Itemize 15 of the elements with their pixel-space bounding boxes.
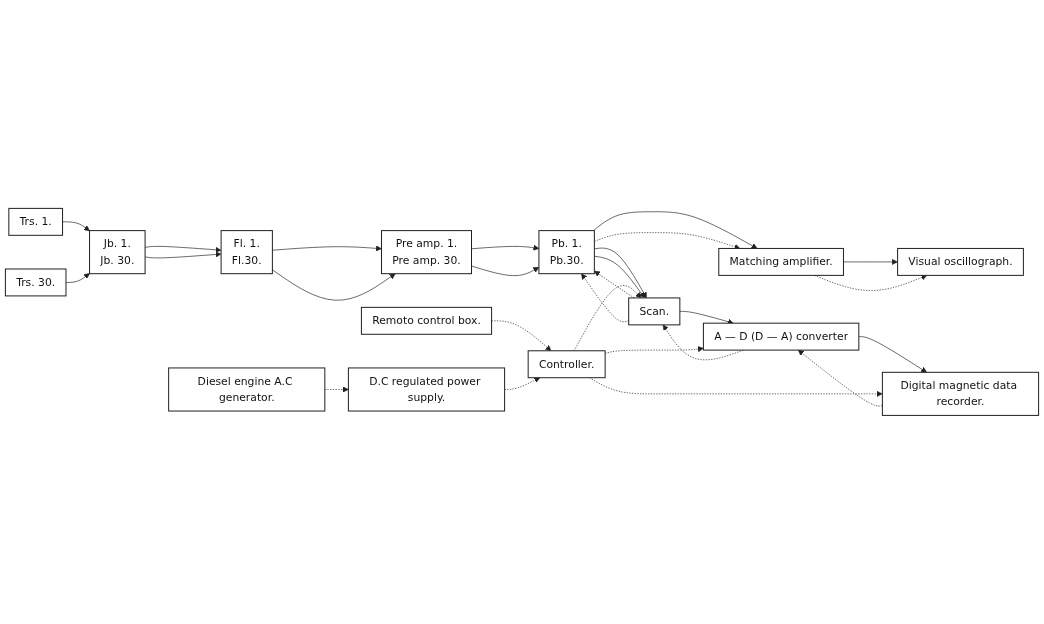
node-box: Pre amp. 1. Pre amp. 30. [381,230,472,275]
node-box: Matching amplifier. [718,248,844,276]
node-box: Trs. 30. [4,268,67,297]
node-box: Digital magnetic data recorder. [881,371,1040,416]
node-box: Diesel engine A.C generator. [168,367,326,412]
node-box: Remoto control box. [360,306,493,335]
node-box: A — D (D — A) converter [702,322,860,351]
node-box: Controller. [527,350,606,379]
node-box: Jb. 1. Jb. 30. [89,230,146,275]
node-box: Visual oscillograph. [897,248,1024,276]
node-box: Fl. 1. Fl.30. [220,230,273,275]
node-box: D.C regulated power supply. [347,367,506,412]
node-box: Pb. 1. Pb.30. [538,230,595,275]
node-box: Scan. [628,297,681,326]
node-box: Trs. 1. [8,207,64,236]
